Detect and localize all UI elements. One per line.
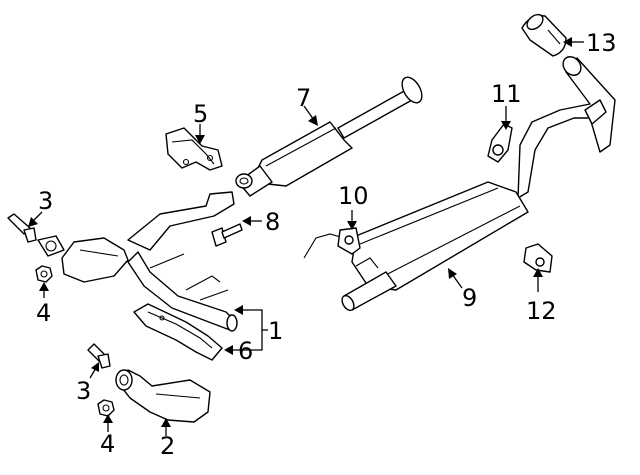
part-10-hanger[interactable] bbox=[303, 227, 361, 259]
callout-7: 7 bbox=[296, 84, 311, 112]
callout-10: 10 bbox=[338, 182, 369, 210]
callout-6: 6 bbox=[238, 337, 253, 365]
upper-catalytic-converter[interactable] bbox=[37, 235, 129, 283]
callout-4-upper: 4 bbox=[36, 299, 51, 327]
part-9-muffler-and-tailpipe[interactable] bbox=[340, 53, 616, 312]
callout-9: 9 bbox=[462, 284, 477, 312]
leader-lines bbox=[28, 37, 584, 436]
part-4-nut-upper[interactable] bbox=[35, 265, 53, 283]
callout-5: 5 bbox=[193, 100, 208, 128]
callout-2: 2 bbox=[160, 432, 175, 460]
callout-3-lower: 3 bbox=[76, 377, 91, 405]
part-6-heat-shield[interactable] bbox=[133, 303, 223, 361]
part-8-bolt[interactable] bbox=[211, 223, 243, 247]
part-3-oxygen-sensor-upper[interactable] bbox=[7, 213, 37, 243]
part-11-bracket[interactable] bbox=[487, 123, 513, 163]
part-2-catalytic-converter[interactable] bbox=[115, 369, 211, 423]
callout-4-lower: 4 bbox=[100, 430, 115, 458]
callout-8: 8 bbox=[265, 208, 280, 236]
part-1-y-pipe[interactable] bbox=[127, 191, 238, 332]
callout-12: 12 bbox=[526, 297, 557, 325]
part-4-nut-lower[interactable] bbox=[97, 399, 115, 417]
part-7-resonator[interactable] bbox=[235, 74, 426, 197]
part-12-bracket[interactable] bbox=[523, 243, 553, 273]
callout-3-upper: 3 bbox=[38, 187, 53, 215]
callout-labels: 13 11 12 10 9 7 5 8 3 4 1 6 3 4 2 bbox=[36, 29, 617, 460]
part-5-heat-shield[interactable] bbox=[165, 127, 223, 171]
callout-13: 13 bbox=[586, 29, 617, 57]
callout-1: 1 bbox=[268, 317, 283, 345]
part-3-oxygen-sensor-lower[interactable] bbox=[87, 343, 111, 369]
callout-11: 11 bbox=[491, 80, 522, 108]
part-13-exhaust-tip[interactable] bbox=[521, 12, 567, 57]
